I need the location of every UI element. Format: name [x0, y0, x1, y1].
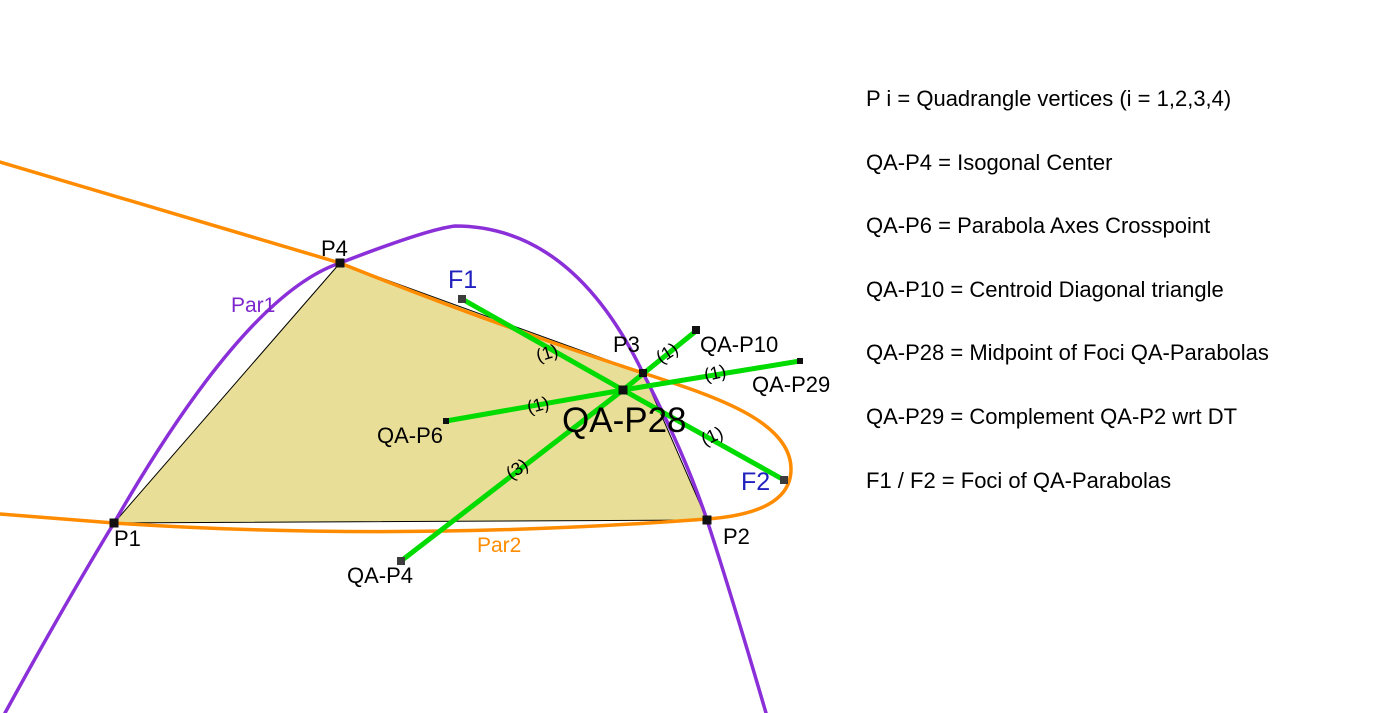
point-p1[interactable]	[109, 518, 119, 528]
point-p4[interactable]	[335, 258, 345, 268]
point-f2[interactable]	[780, 476, 788, 484]
point-qap6[interactable]	[443, 418, 449, 424]
point-qap29[interactable]	[797, 358, 803, 364]
segment-qap28-f1[interactable]	[460, 296, 625, 393]
legend-qap28: QA-P28 = Midpoint of Foci QA-Parabolas	[866, 340, 1269, 365]
legend-qap29: QA-P29 = Complement QA-P2 wrt DT	[866, 404, 1238, 429]
segment-qap28-qap6[interactable]	[445, 387, 624, 424]
point-qap28[interactable]	[618, 385, 628, 395]
diagram-svg	[0, 160, 803, 713]
segment-qap28-qap29[interactable]	[622, 358, 801, 393]
point-f1[interactable]	[458, 295, 466, 303]
segment-qap28-qap4[interactable]	[399, 388, 625, 563]
legend-qap10: QA-P10 = Centroid Diagonal triangle	[866, 277, 1224, 302]
point-qap4[interactable]	[397, 557, 405, 565]
legend-qap6: QA-P6 = Parabola Axes Crosspoint	[866, 213, 1211, 238]
point-qap10[interactable]	[692, 326, 700, 334]
point-p2[interactable]	[702, 515, 712, 525]
parabola-par2[interactable]	[0, 160, 793, 534]
segment-qap28-qap10[interactable]	[621, 329, 698, 392]
legend-vertices: P i = Quadrangle vertices (i = 1,2,3,4)	[866, 86, 1232, 111]
legend-qap4: QA-P4 = Isogonal Center	[866, 150, 1113, 175]
legend-f1f2: F1 / F2 = Foci of QA-Parabolas	[866, 468, 1172, 493]
point-p3[interactable]	[639, 369, 647, 377]
segment-qap28-f2[interactable]	[621, 387, 786, 483]
